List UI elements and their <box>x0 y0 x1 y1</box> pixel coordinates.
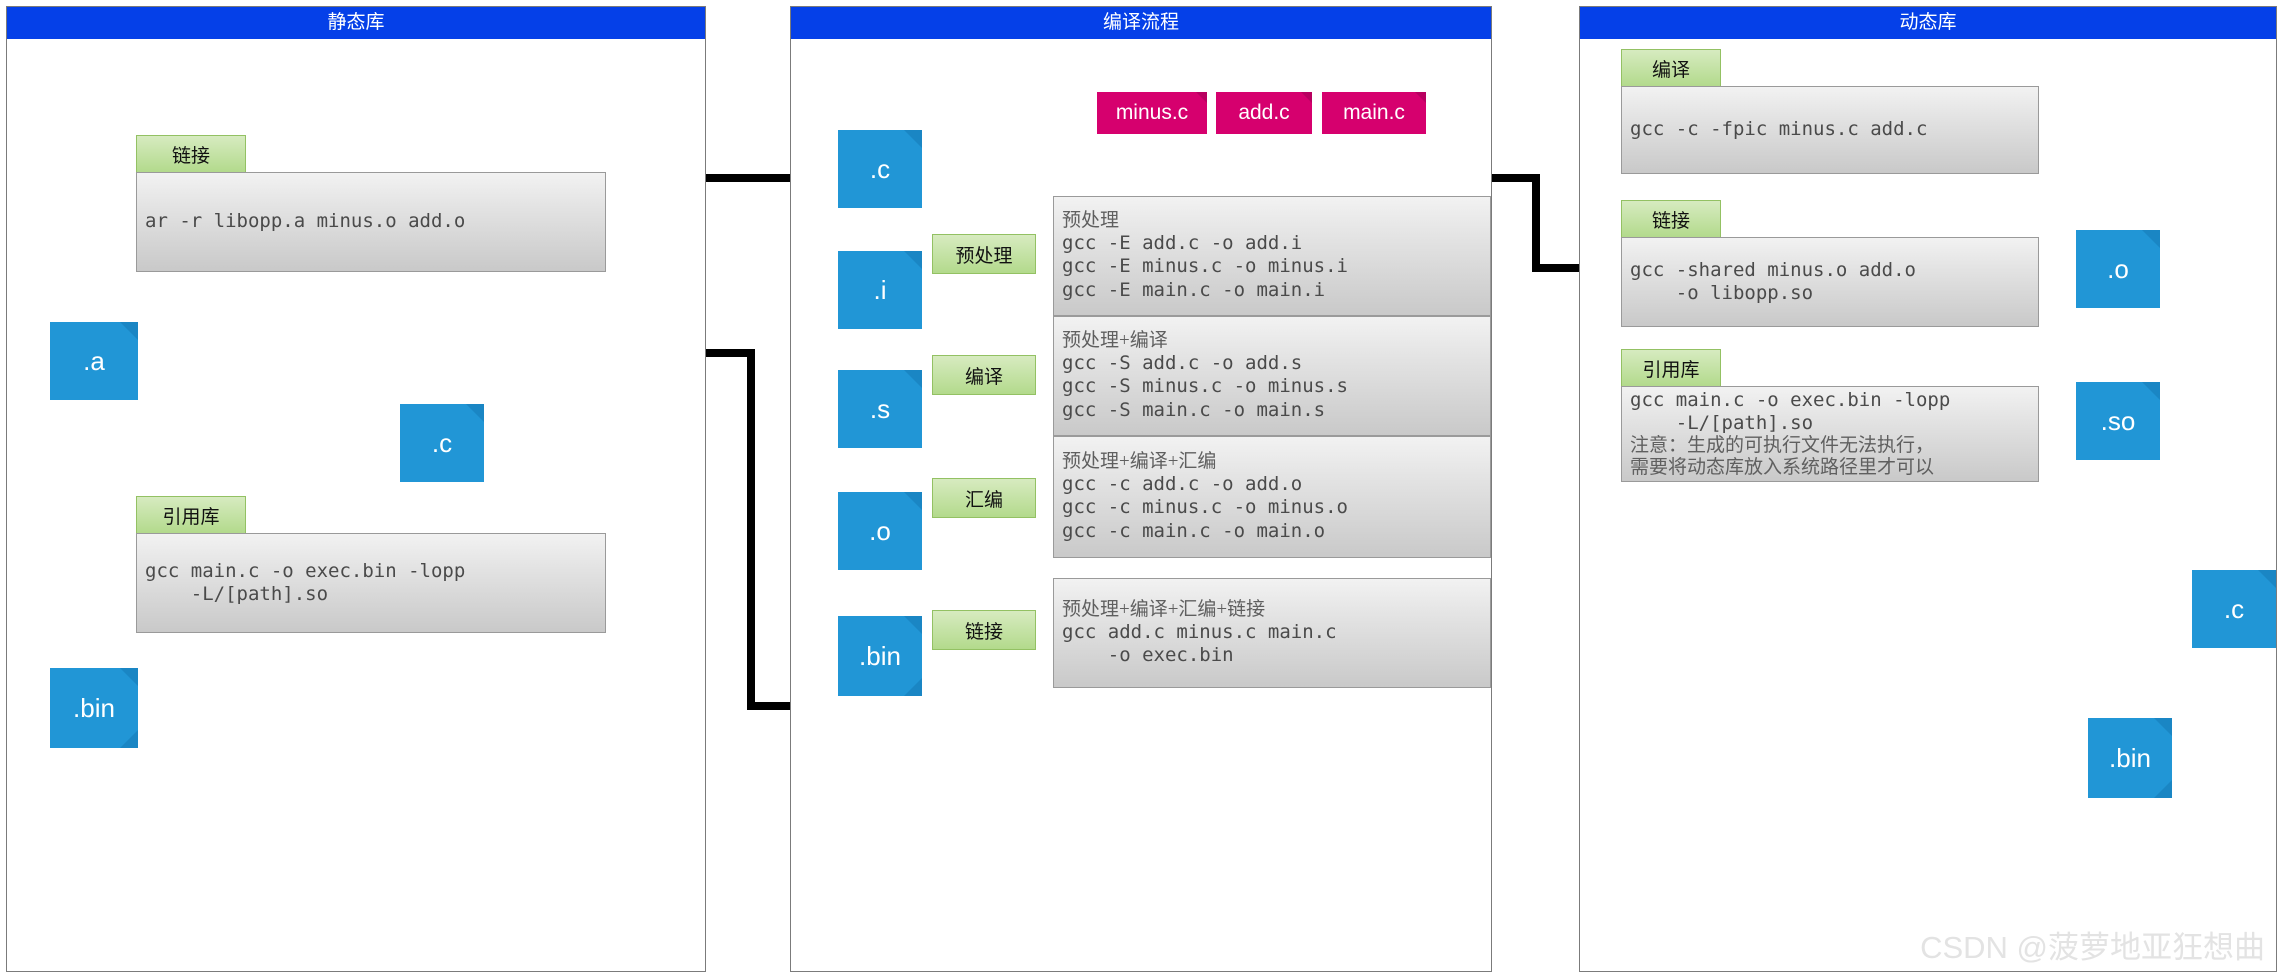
compile-step-line-preprocess-3: gcc -E main.c -o main.i <box>1062 278 1326 301</box>
compile-step-label-link[interactable]: 链接 <box>932 610 1036 650</box>
panel-dynamic-library-body <box>1580 39 2276 971</box>
compile-step-heading-preprocess: 预处理 <box>1062 210 1120 232</box>
file-node-dynamic-c[interactable]: .c <box>2192 570 2276 648</box>
dynamic-reference-step-label[interactable]: 引用库 <box>1621 349 1721 387</box>
source-node-minus-c[interactable]: minus.c <box>1097 92 1207 134</box>
page-corner-icon <box>1196 92 1207 103</box>
compile-step-line-compile-3: gcc -S main.c -o main.s <box>1062 398 1326 421</box>
panel-dynamic-library-title: 动态库 <box>1580 7 2276 39</box>
compile-step-box-preprocess: 预处理 gcc -E add.c -o add.i gcc -E minus.c… <box>1053 196 1491 316</box>
compile-step-line-preprocess-2: gcc -E minus.c -o minus.i <box>1062 255 1348 278</box>
page-corner-icon <box>1301 92 1312 103</box>
panel-compile-flow-title: 编译流程 <box>791 7 1491 39</box>
dynamic-link-command-line-2: -o libopp.so <box>1630 282 1814 304</box>
page-corner-icon <box>904 370 922 388</box>
compile-step-line-assemble-2: gcc -c minus.c -o minus.o <box>1062 496 1348 519</box>
source-node-main-c[interactable]: main.c <box>1322 92 1426 134</box>
compile-step-label-assemble[interactable]: 汇编 <box>932 478 1036 518</box>
file-node-dynamic-o[interactable]: .o <box>2076 230 2160 308</box>
compile-step-box-assemble: 预处理+编译+汇编 gcc -c add.c -o add.o gcc -c m… <box>1053 436 1491 558</box>
file-node-static-bin-label: .bin <box>73 692 115 723</box>
file-node-static-a[interactable]: .a <box>50 322 138 400</box>
compile-step-box-compile: 预处理+编译 gcc -S add.c -o add.s gcc -S minu… <box>1053 316 1491 436</box>
page-corner-icon <box>2258 570 2276 588</box>
static-reference-command-line-2: -L/[path].so <box>145 583 329 605</box>
file-node-dynamic-so-label: .so <box>2100 405 2136 436</box>
compile-step-label-preprocess[interactable]: 预处理 <box>932 234 1036 274</box>
page-corner-icon <box>120 322 138 340</box>
file-node-static-bin[interactable]: .bin <box>50 668 138 748</box>
page-corner-bottom-icon <box>120 730 138 748</box>
compile-step-line-link-1: gcc add.c minus.c main.c <box>1062 620 1337 643</box>
page-corner-icon <box>904 251 922 269</box>
compile-step-heading-compile: 预处理+编译 <box>1062 330 1168 352</box>
source-node-minus-c-label: minus.c <box>1115 101 1189 124</box>
csdn-watermark: CSDN @菠萝地亚狂想曲 <box>1920 930 2265 965</box>
file-node-compile-s[interactable]: .s <box>838 370 922 448</box>
file-node-compile-i-label: .i <box>873 274 887 305</box>
file-node-static-a-label: .a <box>83 345 105 376</box>
compile-step-box-link: 预处理+编译+汇编+链接 gcc add.c minus.c main.c -o… <box>1053 578 1491 688</box>
panel-static-library-title: 静态库 <box>7 7 705 39</box>
compile-step-line-compile-1: gcc -S add.c -o add.s <box>1062 352 1303 375</box>
file-node-compile-o-label: .o <box>869 515 891 546</box>
file-node-dynamic-c-label: .c <box>2223 593 2245 624</box>
dynamic-link-command-box: gcc -shared minus.o add.o -o libopp.so <box>1621 237 2039 327</box>
file-node-compile-bin-label: .bin <box>859 640 901 671</box>
dynamic-reference-note-line-2: 需要将动态库放入系统路径里才可以 <box>1630 457 1935 479</box>
compile-step-line-compile-2: gcc -S minus.c -o minus.s <box>1062 375 1348 398</box>
compile-step-line-preprocess-1: gcc -E add.c -o add.i <box>1062 232 1303 255</box>
page-corner-bottom-icon <box>904 678 922 696</box>
page-corner-icon <box>904 492 922 510</box>
page-corner-icon <box>2142 382 2160 400</box>
source-node-add-c[interactable]: add.c <box>1216 92 1312 134</box>
dynamic-link-step-label[interactable]: 链接 <box>1621 200 1721 238</box>
page-corner-icon <box>904 616 922 634</box>
file-node-compile-i[interactable]: .i <box>838 251 922 329</box>
static-link-command-box: ar -r libopp.a minus.o add.o <box>136 172 606 272</box>
page-corner-icon <box>904 130 922 148</box>
dynamic-reference-command-box: gcc main.c -o exec.bin -lopp -L/[path].s… <box>1621 386 2039 482</box>
page-corner-icon <box>466 404 484 422</box>
compile-step-heading-link: 预处理+编译+汇编+链接 <box>1062 598 1266 620</box>
source-node-add-c-label: add.c <box>1238 101 1290 124</box>
file-node-static-c[interactable]: .c <box>400 404 484 482</box>
static-link-step-label[interactable]: 链接 <box>136 135 246 173</box>
page-corner-icon <box>2154 718 2172 736</box>
dynamic-reference-command-line-1: gcc main.c -o exec.bin -lopp <box>1630 388 1951 411</box>
compile-step-line-assemble-1: gcc -c add.c -o add.o <box>1062 473 1303 496</box>
file-node-compile-bin[interactable]: .bin <box>838 616 922 696</box>
dynamic-compile-step-label[interactable]: 编译 <box>1621 49 1721 87</box>
static-reference-command-box: gcc main.c -o exec.bin -lopp -L/[path].s… <box>136 533 606 633</box>
dynamic-compile-command-text: gcc -c -fpic minus.c add.c <box>1630 118 1928 141</box>
dynamic-reference-command-line-2: -L/[path].so <box>1630 412 1814 435</box>
dynamic-compile-command-box: gcc -c -fpic minus.c add.c <box>1621 86 2039 174</box>
file-node-dynamic-bin-label: .bin <box>2109 742 2151 773</box>
static-link-command-text: ar -r libopp.a minus.o add.o <box>145 210 466 233</box>
panel-static-library: 静态库 <box>6 6 706 972</box>
page-corner-icon <box>2142 230 2160 248</box>
page-corner-bottom-icon <box>2154 780 2172 798</box>
file-node-compile-s-label: .s <box>869 393 891 424</box>
file-node-compile-c-label: .c <box>869 153 891 184</box>
file-node-dynamic-o-label: .o <box>2107 253 2129 284</box>
file-node-compile-c[interactable]: .c <box>838 130 922 208</box>
compile-step-line-link-2: -o exec.bin <box>1062 643 1234 666</box>
page-corner-icon <box>120 668 138 686</box>
compile-step-heading-assemble: 预处理+编译+汇编 <box>1062 451 1217 473</box>
compile-step-line-assemble-3: gcc -c main.c -o main.o <box>1062 519 1326 542</box>
page-corner-icon <box>1415 92 1426 103</box>
file-node-compile-o[interactable]: .o <box>838 492 922 570</box>
file-node-dynamic-bin[interactable]: .bin <box>2088 718 2172 798</box>
file-node-static-c-label: .c <box>431 427 453 458</box>
compile-step-label-compile[interactable]: 编译 <box>932 355 1036 395</box>
static-reference-command-line-1: gcc main.c -o exec.bin -lopp <box>145 559 466 582</box>
dynamic-reference-note-line-1: 注意：生成的可执行文件无法执行， <box>1630 435 1935 457</box>
source-node-main-c-label: main.c <box>1343 101 1405 124</box>
dynamic-link-command-line-1: gcc -shared minus.o add.o <box>1630 258 1916 281</box>
static-reference-step-label[interactable]: 引用库 <box>136 496 246 534</box>
file-node-dynamic-so[interactable]: .so <box>2076 382 2160 460</box>
